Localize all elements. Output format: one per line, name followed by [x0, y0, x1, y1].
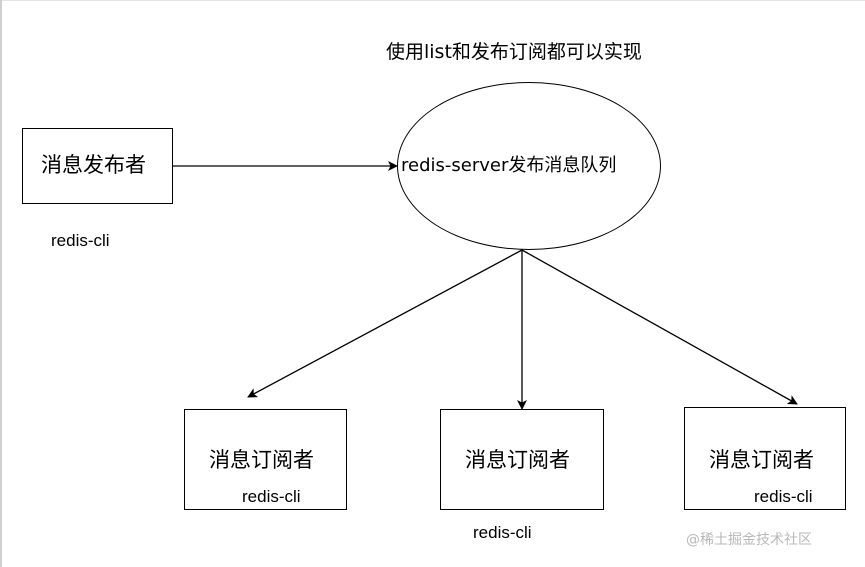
- arrow-server-to-subscriber-3: [521, 249, 798, 405]
- server-ellipse: redis-server发布消息队列: [397, 82, 661, 250]
- subscriber-box-2: 消息订阅者: [440, 409, 604, 510]
- server-label: redis-server发布消息队列: [401, 155, 617, 176]
- subscriber-3-label: 消息订阅者: [709, 448, 814, 472]
- subscriber-box-3: 消息订阅者 redis-cli: [684, 407, 846, 510]
- publisher-box: 消息发布者: [22, 128, 173, 204]
- subscriber-1-label: 消息订阅者: [209, 448, 314, 472]
- subscriber-box-1: 消息订阅者 redis-cli: [184, 409, 347, 510]
- publisher-note: redis-cli: [51, 231, 110, 250]
- frame-top-edge: [0, 0, 865, 1]
- diagram-title: 使用list和发布订阅都可以实现: [386, 41, 642, 63]
- subscriber-2-note: redis-cli: [473, 523, 532, 542]
- subscriber-3-note: redis-cli: [754, 487, 813, 506]
- watermark-text: @稀土掘金技术社区: [686, 532, 812, 548]
- arrow-server-to-subscriber-1: [247, 249, 523, 398]
- publisher-label: 消息发布者: [41, 153, 146, 177]
- subscriber-1-note: redis-cli: [242, 487, 301, 506]
- frame-left-edge: [0, 0, 2, 567]
- subscriber-2-label: 消息订阅者: [465, 448, 570, 472]
